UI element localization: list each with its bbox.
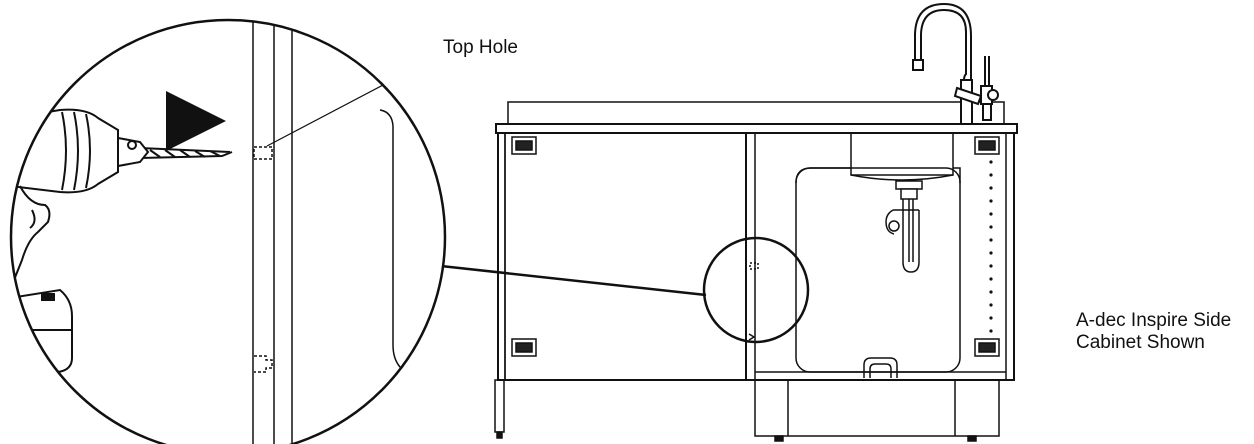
top-hole-label: Top Hole <box>443 37 518 58</box>
caption-line-2: Cabinet Shown <box>1076 332 1205 353</box>
magnifier-leader <box>440 264 707 297</box>
backsplash <box>507 101 1005 125</box>
cabinet-caption: A-dec Inspire Side Cabinet Shown <box>1076 310 1231 354</box>
sink-icon <box>795 133 961 373</box>
faucet-icon <box>912 2 999 125</box>
hinge-bottom-left <box>511 338 537 357</box>
caption-line-1: A-dec Inspire Side <box>1076 310 1232 331</box>
pedestal <box>754 379 1000 437</box>
leg-left <box>494 379 505 433</box>
hinge-bottom-right <box>974 338 1000 357</box>
hinge-top-right <box>974 136 1000 155</box>
shelf-hole-row <box>989 160 993 333</box>
bottom-hole-marker <box>254 355 273 373</box>
detail-circle-border <box>9 18 447 444</box>
floor-outlet <box>863 357 898 378</box>
detail-view <box>11 20 445 444</box>
hinge-top-left <box>511 136 537 155</box>
cabinet <box>494 2 1018 442</box>
magnifier-target <box>702 236 810 344</box>
countertop <box>495 123 1018 134</box>
left-door <box>504 132 747 381</box>
